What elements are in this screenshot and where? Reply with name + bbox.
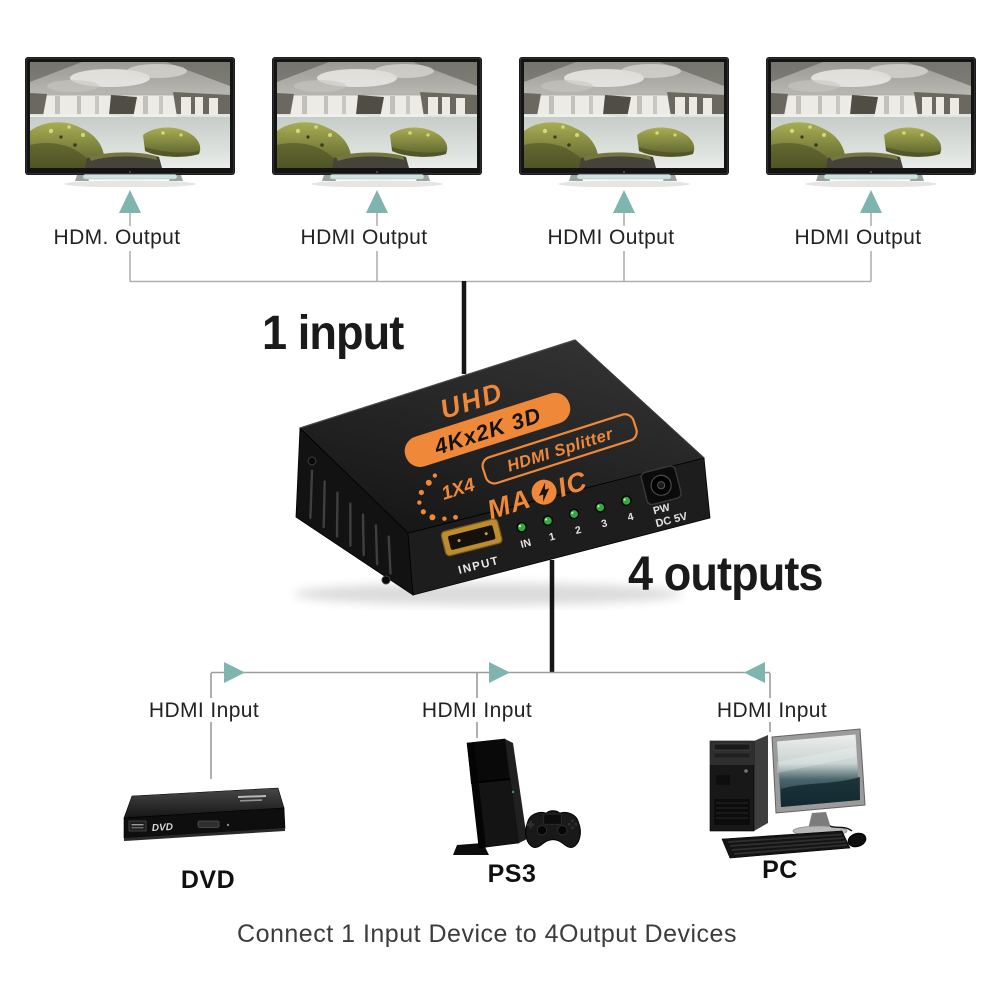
input-label-1: HDMI Input — [148, 699, 260, 722]
ps3-label: PS3 — [487, 860, 537, 888]
pc-monitor — [771, 728, 866, 837]
resolution-pill — [404, 392, 571, 467]
led-labels: IN 1 2 3 4 PW — [519, 501, 671, 550]
led-label-pw: PW — [652, 501, 671, 517]
pc-mouse — [829, 825, 867, 848]
dvd-label: DVD — [180, 866, 236, 894]
game-controller — [525, 810, 581, 848]
hdmi-port-opening — [448, 525, 496, 550]
vent-slots — [309, 469, 392, 575]
output-label-3: HDMI Output — [547, 226, 675, 249]
pc-device — [709, 728, 867, 859]
dc-power-jack — [640, 465, 682, 506]
led-label-4: 4 — [626, 511, 635, 524]
input-count-text: 1 input — [262, 307, 404, 360]
input-label-3: HDMI Input — [716, 699, 828, 722]
eject-button — [197, 820, 220, 828]
led-label-1: 1 — [548, 531, 557, 544]
up-arrow-icons — [119, 190, 882, 213]
output-label-4: HDMI Output — [794, 226, 922, 249]
tv-output-1 — [25, 57, 235, 187]
ps3-console-device — [453, 738, 581, 855]
flow-arrow-icons — [224, 662, 765, 683]
hdmi-splitter-device: UHD 4Kx2K 3D 1X4 HDMI Splitter MA IC — [293, 339, 711, 605]
lightning-bolt-icon — [538, 482, 550, 502]
tv-output-2 — [272, 57, 482, 187]
output-label-1: HDM. Output — [53, 226, 181, 249]
device-shadow — [293, 583, 683, 605]
screw-icon — [307, 456, 317, 466]
led-indicators — [516, 487, 663, 533]
splitter-type-outline — [481, 413, 638, 485]
dvd-player-device: DVD — [123, 787, 286, 841]
output-count-text: 4 outputs — [628, 548, 824, 601]
tv-output-3 — [519, 57, 729, 187]
input-label-2: HDMI Input — [421, 699, 533, 722]
led-label-3: 3 — [600, 517, 609, 530]
screw-icon — [381, 575, 391, 585]
led-label-2: 2 — [574, 524, 583, 537]
pc-keyboard — [721, 830, 851, 859]
trunk-lines — [461, 281, 555, 673]
front-panel: INPUT IN 1 2 3 4 PW — [440, 465, 689, 577]
output-wires — [129, 213, 872, 283]
pc-label: PC — [762, 856, 798, 884]
dots-decoration — [417, 473, 458, 521]
led-label-in: IN — [519, 537, 532, 551]
output-label-2: HDMI Output — [300, 226, 428, 249]
dvd-logo-text: DVD — [152, 822, 174, 834]
tv-output-4 — [766, 57, 976, 187]
caption-text: Connect 1 Input Device to 4Output Device… — [237, 920, 737, 948]
